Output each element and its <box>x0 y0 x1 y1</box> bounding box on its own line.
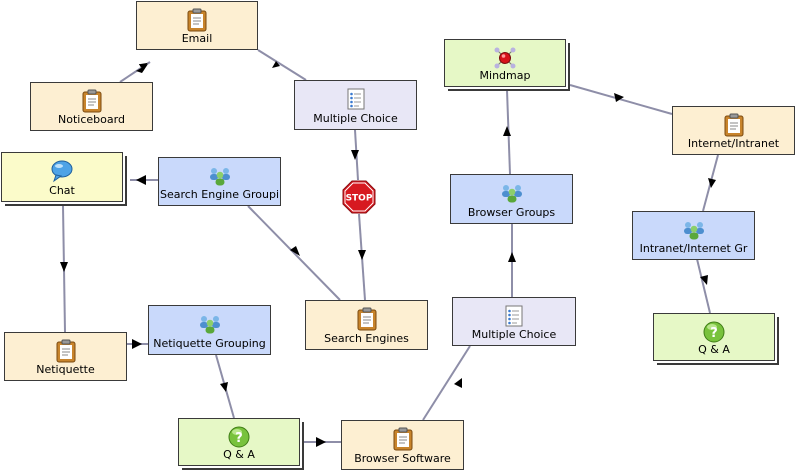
arrowhead <box>614 93 624 102</box>
group-people-icon <box>501 185 522 203</box>
group-people-icon <box>199 316 220 334</box>
question-icon: ? <box>703 321 725 343</box>
arrowhead <box>708 178 716 188</box>
node-label: Chat <box>49 184 75 197</box>
node-label: Intranet/Internet Gr <box>639 242 748 255</box>
node-label: Q & A <box>223 448 255 461</box>
node-label: Netiquette Grouping <box>153 337 266 350</box>
clipboard-icon <box>187 8 207 32</box>
node-label: Noticeboard <box>58 113 125 126</box>
node-netiquette[interactable]: Netiquette <box>4 332 127 381</box>
chat-bubble-icon <box>51 160 73 183</box>
edge-bs-mc2 <box>422 345 471 421</box>
node-internet-intranet[interactable]: Internet/Intranet <box>672 106 795 155</box>
node-multiple-choice-1[interactable]: Multiple Choice <box>294 80 417 130</box>
question-icon: ? <box>228 426 250 448</box>
edge-iig-qa2 <box>696 258 711 314</box>
node-qa-2[interactable]: ? Q & A <box>653 313 775 361</box>
node-label: Browser Groups <box>467 206 556 219</box>
mindmap-icon <box>494 47 516 69</box>
arrowhead <box>132 339 142 349</box>
node-mindmap[interactable]: Mindmap <box>444 39 566 87</box>
arrowhead <box>508 252 516 262</box>
node-label: Q & A <box>698 343 730 356</box>
stop-sign-icon: STOP <box>342 180 376 214</box>
stop-label: STOP <box>346 194 373 204</box>
arrowhead <box>60 262 68 272</box>
clipboard-icon <box>393 427 412 451</box>
node-chat[interactable]: Chat <box>1 152 123 202</box>
node-label: Browser Software <box>354 452 451 465</box>
node-browser-groups[interactable]: Browser Groups <box>450 174 573 224</box>
node-qa-1[interactable]: ? Q & A <box>178 418 300 466</box>
checklist-icon <box>505 305 523 327</box>
node-label: Multiple Choice <box>471 328 557 341</box>
arrowhead <box>454 378 462 388</box>
node-browser-software[interactable]: Browser Software <box>341 420 464 470</box>
checklist-icon <box>347 88 364 110</box>
edge-search-engines-seg <box>247 205 341 301</box>
edge-email-multiple-choice <box>257 49 307 81</box>
arrowhead <box>700 275 708 285</box>
node-search-engine-grouping[interactable]: Search Engine Groupi <box>158 157 281 206</box>
node-intranet-internet-grouping[interactable]: Intranet/Internet Gr <box>632 211 755 260</box>
arrowhead <box>136 175 146 185</box>
clipboard-icon <box>82 89 101 113</box>
clipboard-icon <box>357 307 376 331</box>
svg-text:?: ? <box>710 326 718 341</box>
arrowhead <box>503 126 511 136</box>
node-label: Netiquette <box>36 363 95 376</box>
arrowhead <box>136 64 148 73</box>
node-noticeboard[interactable]: Noticeboard <box>30 82 153 131</box>
node-netiquette-grouping[interactable]: Netiquette Grouping <box>148 305 271 355</box>
node-label: Mindmap <box>479 69 531 82</box>
clipboard-icon <box>724 113 743 137</box>
edge-mindmap-internet <box>569 84 673 115</box>
arrowhead <box>351 150 359 160</box>
node-label: Email <box>181 32 213 45</box>
arrowhead <box>220 382 228 392</box>
node-search-engines[interactable]: Search Engines <box>305 300 428 350</box>
clipboard-icon <box>56 339 75 363</box>
node-email[interactable]: Email <box>136 1 258 50</box>
svg-text:?: ? <box>235 431 243 446</box>
node-label: Search Engines <box>324 332 409 345</box>
arrowhead <box>290 246 300 256</box>
group-people-icon <box>209 168 230 186</box>
node-label: Search Engine Groupi <box>159 188 280 201</box>
node-multiple-choice-2[interactable]: Multiple Choice <box>452 297 576 346</box>
arrowhead <box>316 437 326 447</box>
arrowhead <box>272 61 280 68</box>
node-label: Multiple Choice <box>313 112 398 125</box>
arrowhead <box>358 250 366 260</box>
node-label: Internet/Intranet <box>687 137 780 150</box>
group-people-icon <box>683 222 704 240</box>
edge-noticeboard-email <box>119 61 151 83</box>
